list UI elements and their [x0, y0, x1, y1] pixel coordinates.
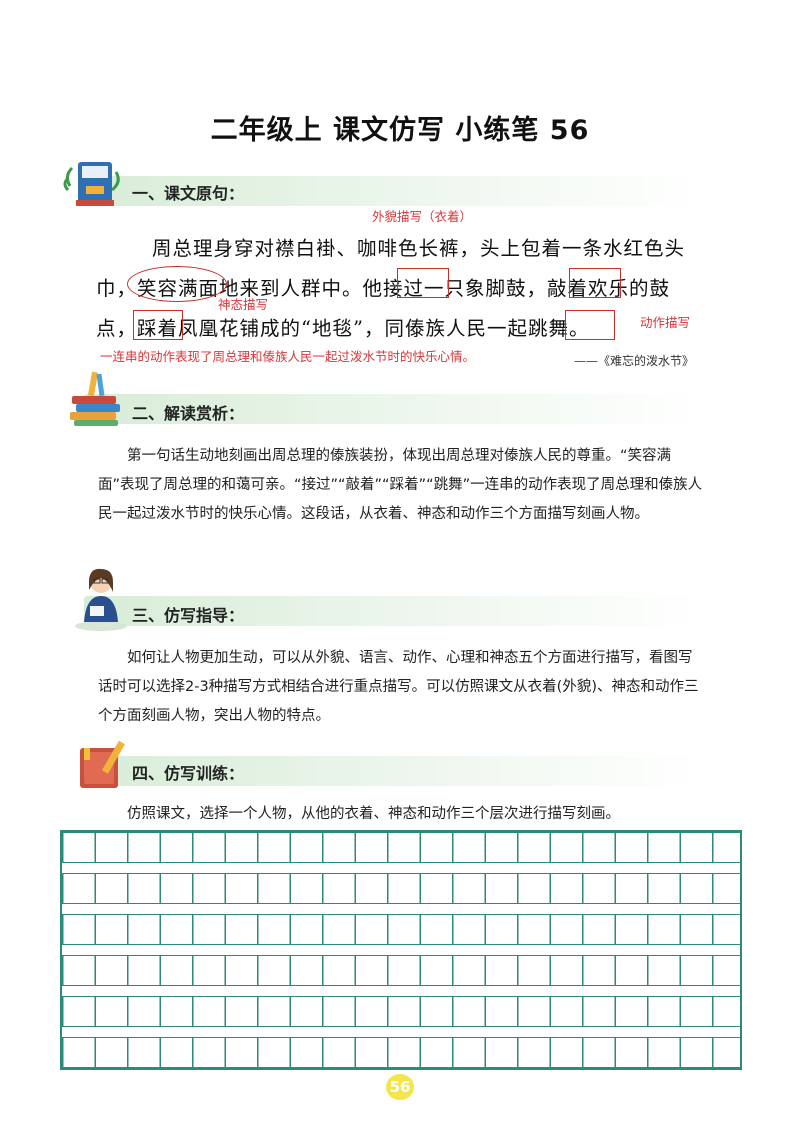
book-stack-icon	[63, 162, 120, 206]
annotation-action: 动作描写	[640, 315, 691, 330]
grid-row[interactable]	[62, 1037, 740, 1068]
writing-grid[interactable]	[60, 830, 742, 1070]
section-3-title: 三、仿写指导：	[132, 606, 245, 625]
highlight-box-caizhe	[133, 310, 183, 340]
original-line-3: 点，踩着凤凰花铺成的“地毯”，同傣族人民一起跳舞。	[96, 317, 590, 340]
highlight-box-jieguo	[397, 268, 449, 298]
grid-row[interactable]	[62, 832, 740, 863]
section-2-bar	[84, 394, 704, 424]
highlight-box-tiaowu	[565, 310, 615, 340]
analysis-paragraph: 第一句话生动地刻画出周总理的傣族装扮，体现出周总理对傣族人民的尊重。“笑容满面”…	[98, 448, 703, 522]
grid-row[interactable]	[62, 873, 740, 904]
page-number: 56	[386, 1074, 414, 1100]
highlight-ellipse-expression	[127, 266, 227, 302]
section-3-bar	[84, 596, 704, 626]
guidance-paragraph: 如何让人物更加生动，可以从外貌、语言、动作、心理和神态五个方面进行描写，看图写话…	[98, 650, 699, 724]
annotation-appearance: 外貌描写（衣着）	[372, 209, 473, 224]
grid-row[interactable]	[62, 914, 740, 945]
grid-row[interactable]	[62, 955, 740, 986]
grid-row[interactable]	[62, 996, 740, 1027]
teacher-icon	[75, 568, 127, 631]
page-title: 二年级上 课文仿写 小练笔 56	[210, 115, 590, 146]
annotation-summary: 一连串的动作表现了周总理和傣族人民一起过泼水节时的快乐心情。	[100, 349, 476, 364]
section-1-bar	[84, 176, 704, 206]
original-line-1: 周总理身穿对襟白褂、咖啡色长裤，头上包着一条水红色头	[152, 237, 686, 260]
highlight-box-qiaozhe	[569, 268, 621, 298]
training-instruction: 仿照课文，选择一个人物，从他的衣着、神态和动作三个层次进行描写刻画。	[127, 806, 620, 822]
section-2-title: 二、解读赏析：	[132, 404, 245, 423]
original-line-2: 巾，笑容满面地来到人群中。他接过一只象脚鼓，敲着欢乐的鼓	[96, 277, 671, 300]
annotation-expression: 神态描写	[218, 297, 269, 312]
section-4-title: 四、仿写训练：	[132, 764, 245, 783]
section-1-title: 一、课文原句：	[132, 184, 245, 203]
source-citation: ——《难忘的泼水节》	[574, 354, 695, 368]
section-4-bar	[84, 756, 704, 786]
notebook-pencil-icon	[80, 740, 125, 788]
books-pencil-icon	[70, 371, 120, 426]
